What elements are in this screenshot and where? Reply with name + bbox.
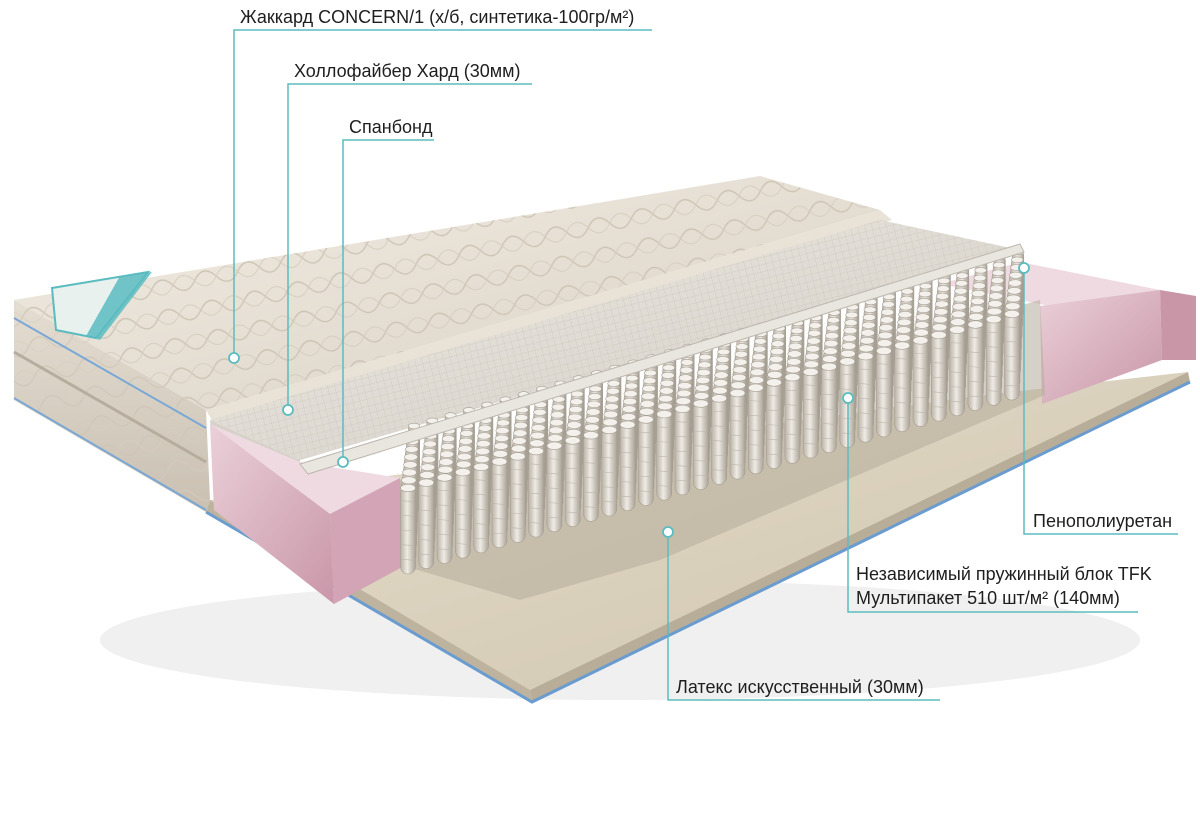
- left-trim-bottom: [13, 397, 207, 511]
- foam-left-side: [330, 478, 404, 604]
- label-hollofiber: Холлофайбер Хард (30мм): [294, 61, 521, 81]
- callout-dot-latex: [662, 526, 674, 538]
- spring-coil: [583, 431, 599, 522]
- left-side-seam: [13, 350, 207, 464]
- foam-left-front: [210, 424, 334, 604]
- label-spring-block: Независимый пружинный блок TFK Мультипак…: [856, 562, 1152, 610]
- label-spring-block-line1: Независимый пружинный блок TFK: [856, 564, 1152, 584]
- latex-right: [530, 372, 1190, 702]
- foam-right-front: [1040, 290, 1162, 404]
- spring-coil: [619, 420, 636, 512]
- spring-coil: [528, 447, 544, 538]
- spring-coil: [564, 436, 581, 527]
- spring-coil: [894, 341, 911, 432]
- spring-coil: [546, 441, 563, 533]
- spring-coil: [857, 352, 874, 443]
- spring-coil: [821, 362, 837, 454]
- spring-coil: [692, 399, 709, 490]
- spring-coil: [400, 483, 416, 575]
- left-trim: [13, 317, 207, 429]
- spring-coil: [436, 473, 453, 564]
- spring-coil: [473, 462, 490, 554]
- foam-right-side: [1160, 290, 1196, 360]
- spring-coil: [491, 457, 508, 548]
- label-polyurethane: Пенополиуретан: [1033, 511, 1173, 531]
- callout-dot-polyurethane: [1018, 262, 1030, 274]
- spring-coil: [418, 478, 435, 570]
- spunbond-sheet: [299, 243, 1025, 475]
- callout-dot-hollofiber: [282, 404, 294, 416]
- spring-coil: [656, 410, 673, 501]
- spring-coil: [601, 425, 618, 517]
- callout-line-latex: [667, 532, 940, 701]
- spring-coil: [784, 373, 801, 464]
- brand-ribbon-stripe: [86, 272, 152, 340]
- spring-coil: [985, 315, 1002, 406]
- left-side-quilt: [14, 300, 210, 512]
- spring-coil: [802, 367, 819, 459]
- callout-dot-spring-block: [842, 392, 854, 404]
- label-spunbond: Спанбонд: [349, 117, 433, 137]
- spring-coil: [949, 325, 965, 417]
- spring-coil: [967, 320, 984, 411]
- spring-coil: [1004, 309, 1020, 401]
- spring-coil: [766, 378, 782, 469]
- label-spring-block-line2: Мультипакет 510 шт/м² (140мм): [856, 588, 1120, 608]
- label-latex: Латекс искусственный (30мм): [676, 677, 924, 697]
- spring-coil: [876, 346, 892, 438]
- spring-coil: [747, 383, 764, 475]
- spring-coil: [729, 389, 746, 480]
- spring-coil: [930, 331, 947, 422]
- spring-coil: [674, 404, 691, 496]
- label-jacquard: Жаккард CONCERN/1 (х/б, синтетика-100гр/…: [240, 7, 635, 27]
- spring-coil: [455, 468, 471, 559]
- callout-lines: [233, 29, 1178, 701]
- callout-line-polyurethane: [1023, 268, 1178, 535]
- spring-coil: [509, 452, 526, 543]
- hollofiber-grid: [210, 220, 1020, 460]
- spring-coil: [638, 415, 654, 506]
- callout-dot-jacquard: [228, 352, 240, 364]
- callout-line-jacquard: [233, 29, 652, 358]
- callout-line-hollofiber: [287, 83, 532, 410]
- spring-coil: [912, 336, 929, 427]
- callout-line-spring-block: [847, 398, 1138, 613]
- callout-dot-spunbond: [337, 456, 349, 468]
- spring-coil: [711, 394, 728, 485]
- callout-dots: [228, 262, 1030, 538]
- spring-coils: [400, 248, 1025, 575]
- callout-line-spunbond: [342, 139, 434, 462]
- jacquard-quilt: [14, 176, 880, 410]
